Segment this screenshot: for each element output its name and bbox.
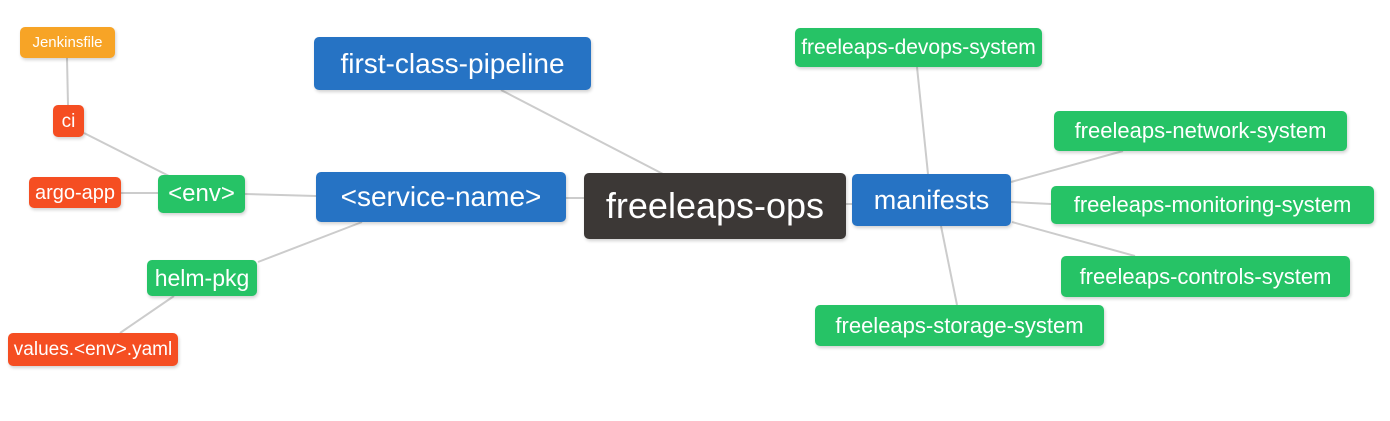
node-values-env-yaml[interactable]: values.<env>.yaml	[8, 333, 178, 366]
node-first-class-pipeline[interactable]: first-class-pipeline	[314, 37, 591, 90]
edge-jenkinsfile-ci	[66, 57, 69, 106]
node-service-name[interactable]: <service-name>	[316, 172, 566, 222]
node-freeleaps-devops-system[interactable]: freeleaps-devops-system	[795, 28, 1042, 67]
node-freeleaps-monitoring-system[interactable]: freeleaps-monitoring-system	[1051, 186, 1374, 224]
edge-manifests-network	[1010, 150, 1124, 183]
edge-pipeline-freeleaps-ops	[500, 89, 664, 175]
edge-manifests-devops	[916, 66, 929, 175]
edge-ci-env	[83, 132, 170, 177]
edge-manifests-monitoring	[1010, 201, 1052, 205]
node-helm-pkg[interactable]: helm-pkg	[147, 260, 257, 296]
edge-manifests-storage	[940, 225, 958, 306]
edge-manifests-controls	[1011, 221, 1136, 257]
node-manifests[interactable]: manifests	[852, 174, 1011, 226]
node-argo-app[interactable]: argo-app	[29, 177, 121, 208]
node-env[interactable]: <env>	[158, 175, 245, 213]
node-freeleaps-controls-system[interactable]: freeleaps-controls-system	[1061, 256, 1350, 297]
node-freeleaps-network-system[interactable]: freeleaps-network-system	[1054, 111, 1347, 151]
edge-service-name-helm-pkg	[257, 221, 363, 263]
node-ci[interactable]: ci	[53, 105, 84, 137]
node-jenkinsfile[interactable]: Jenkinsfile	[20, 27, 115, 58]
node-freeleaps-storage-system[interactable]: freeleaps-storage-system	[815, 305, 1104, 346]
node-freeleaps-ops-root[interactable]: freeleaps-ops	[584, 173, 846, 239]
edge-helm-pkg-values	[119, 295, 175, 334]
edge-env-service-name	[244, 193, 317, 197]
